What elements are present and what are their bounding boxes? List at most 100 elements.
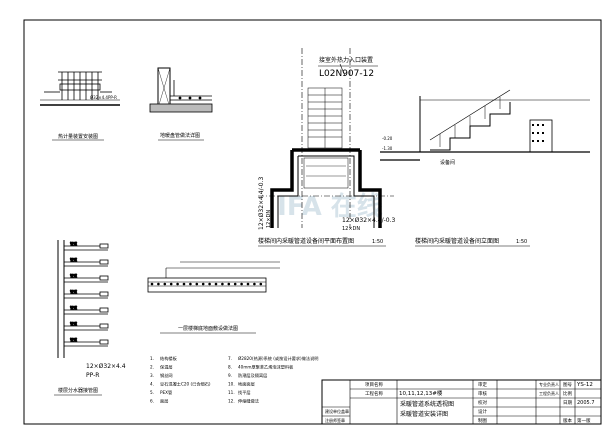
version-value: 第一版 <box>577 417 591 424</box>
sheet-no-label: 图号 <box>563 382 572 388</box>
detail4-caption: 楼层分水器接管图 <box>58 387 98 394</box>
plan-pipe-left-spec: 12×Ø32×4.4/-0.3 <box>258 177 265 231</box>
sheet-no: YS-12 <box>576 382 593 388</box>
floor-pipe-dot <box>221 282 224 286</box>
title-block: 建设单位盖章 注册师签章 项目名称 工程名称 10,11,12,13#楼 采暖管… <box>321 379 602 425</box>
floor-pipe-dot <box>259 282 263 286</box>
note-number: 9. <box>228 373 232 378</box>
scale-label: 比例 <box>563 390 572 397</box>
note-number: 11. <box>228 390 235 395</box>
floor-pipe-dot <box>189 282 192 286</box>
floor-pipe-dot <box>201 282 205 286</box>
floor-pipe-dot <box>227 282 231 286</box>
stamp-label-2: 注册师签章 <box>325 417 345 423</box>
floor-pipe-dot <box>246 282 250 286</box>
note-text: 找平层 <box>238 389 251 396</box>
floor-pipe-dot <box>253 282 256 286</box>
note-text: 伸缩缝做法 <box>238 398 259 405</box>
floor-pipe-dot <box>150 282 154 286</box>
floor-pipe-dot <box>169 282 173 286</box>
manifold-branch: 管道 <box>64 241 109 251</box>
riser-label-code: L02N907-12 <box>319 69 374 79</box>
note-text: 结构楼板 <box>160 355 178 362</box>
detail1-caption: 热计量装置安装图 <box>58 133 98 140</box>
note-number: 1. <box>150 356 154 361</box>
plan-pipe-right-spec: 12×Ø32×4.4/-0.3 <box>342 217 396 224</box>
note-number: 7. <box>228 356 232 361</box>
note-number: 6. <box>150 399 154 404</box>
row-label-5: 制图 <box>478 417 487 424</box>
notes-list: 1. 结构楼板 2. 保温层 3. 钢丝网 4. 豆石混凝土C20 (已含细石) 5. PEX管 6… <box>150 355 318 405</box>
detail-heat-meter: Ø32×4.4PP-R 热计量装置安装图 <box>40 71 120 141</box>
watermark-text: IFA 在线 <box>277 192 383 222</box>
plan-pipe-small-a: 12×DN <box>266 210 272 228</box>
note-number: 12. <box>228 399 235 404</box>
manifold-branch-label: 管道 <box>70 241 77 246</box>
note-text: 40mm厚聚苯乙烯泡沫塑料板 <box>238 364 294 371</box>
detail4-spec-bottom: PP-R <box>86 372 99 379</box>
detail-floor-heating: 地暖盘管做法详图 <box>149 67 213 141</box>
floor-pipe-dot <box>233 282 237 286</box>
manifold-branch-label: 管道 <box>70 337 77 342</box>
floor-pipe-dot <box>182 282 186 286</box>
elevation-room-label: 设备间 <box>440 159 455 166</box>
subproject-label: 工程名称 <box>365 390 383 397</box>
elevation-caption: 楼梯间内采暖管道设备间立面图 <box>415 237 499 245</box>
note-text: PEX管 <box>160 389 172 396</box>
manifold-branch-label: 管道 <box>70 289 77 294</box>
note-text: 保温层 <box>160 364 173 371</box>
note-number: 5. <box>150 390 154 395</box>
manifold-branch-label: 管道 <box>70 305 77 310</box>
manifold-branch-label: 管道 <box>70 321 77 326</box>
riser-label-top: 接室外热力入口装置 <box>319 56 373 64</box>
note-number: 4. <box>150 382 154 387</box>
detail2-caption: 地暖盘管做法详图 <box>160 132 200 139</box>
detail4-spec-top: 12×Ø32×4.4 <box>86 363 126 370</box>
floor-pipe-dot <box>208 282 211 286</box>
plan-caption: 楼梯间内采暖管道设备间平面布置图 <box>258 237 354 245</box>
manifold-branch: 管道 <box>64 305 109 315</box>
manifold-branch-label: 管道 <box>70 273 77 278</box>
plan-stairwell: 接室外热力入口装置 L02N907-12 12×Ø32×4.4/-0.3 12×… <box>258 48 396 247</box>
note-text: 地面面层 <box>238 381 255 388</box>
note-number: 8. <box>228 365 232 370</box>
version-label: 版本 <box>563 417 572 424</box>
floor-pipe-dot <box>176 282 179 286</box>
manifold-branch-label: 管道 <box>70 257 77 262</box>
detail1-pipe-label: Ø32×4.4PP-R <box>90 95 117 100</box>
date-value: 2005.7 <box>577 400 595 406</box>
col2-label-1: 专业负责人 <box>539 381 559 387</box>
row-label-3: 校对 <box>478 399 487 406</box>
stamp-label-1: 建设单位盖章 <box>325 408 349 414</box>
col2-label-2: 工程负责人 <box>539 390 559 396</box>
drawing-frame <box>23 19 602 425</box>
note-number: 3. <box>150 373 154 378</box>
manifold-branch: 管道 <box>64 337 109 347</box>
note-number: 10. <box>228 382 235 387</box>
floor-pipe-dot <box>163 282 167 286</box>
manifold-branch: 管道 <box>64 321 109 331</box>
floor-pipe-dot <box>157 282 160 286</box>
note-number: 2. <box>150 365 154 370</box>
detail3-caption: 一层楼梯底地面敷设做法图 <box>178 325 238 332</box>
drawing-name-2: 采暖管道安装详图 <box>400 410 448 418</box>
plan-scale: 1:50 <box>372 239 383 245</box>
floor-pipe-dot <box>214 282 218 286</box>
project-label: 项目名称 <box>365 381 383 388</box>
plan-pipe-small-b: 12×DN <box>342 226 360 232</box>
note-text: 豆石混凝土C20 (已含细石) <box>160 381 211 388</box>
date-label: 日期 <box>563 400 572 406</box>
row-label-4: 设计 <box>478 408 487 415</box>
manifold-branch: 管道 <box>64 273 109 283</box>
row-label-2: 审核 <box>478 390 487 397</box>
elevation-stairwell: -0.20 -1.30 设备间 楼梯间内采暖管道设备间立面图 1:50 <box>380 89 590 247</box>
drawing-name-1: 采暖管道系统透视图 <box>400 400 454 408</box>
elevation-level-1: -0.20 <box>382 136 393 141</box>
manifold-branch: 管道 <box>64 257 109 267</box>
note-text: Ø2820(热源)系统 (或按设计要求)做法说明 <box>238 355 318 362</box>
manifold-branch: 管道 <box>64 289 109 299</box>
note-text: 钢丝网 <box>160 372 173 379</box>
